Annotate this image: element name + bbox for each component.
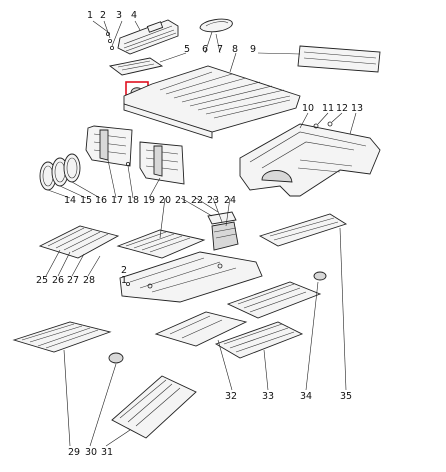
part-rear-mat — [226, 271, 327, 319]
part-bolt-18 — [126, 161, 131, 166]
leader-lines — [45, 20, 357, 447]
callout-11: 11 — [322, 103, 335, 114]
part-tunnel-cover — [117, 19, 179, 55]
part-oval-grommets — [39, 153, 81, 191]
callout-28: 28 — [83, 275, 96, 286]
part-bottom-mat — [111, 375, 197, 439]
part-small-plate — [108, 57, 164, 76]
callout-24: 24 — [224, 195, 237, 206]
callout-33: 33 — [262, 391, 275, 402]
callout-8: 8 — [232, 44, 239, 55]
callout-35: 35 — [340, 391, 353, 402]
callout-17: 17 — [111, 195, 124, 206]
part-lower-rear-mat — [214, 321, 304, 359]
callout-16: 16 — [95, 195, 108, 206]
callout-5: 5 — [184, 44, 191, 55]
part-seat-plate-left — [85, 125, 133, 167]
callout-13: 13 — [351, 103, 364, 114]
part-bolt — [126, 281, 131, 286]
callout-7: 7 — [217, 44, 224, 55]
callout-32: 32 — [225, 391, 238, 402]
callout-27: 27 — [67, 275, 80, 286]
part-front-mat-left — [38, 225, 120, 259]
callout-25: 25 — [36, 275, 49, 286]
callout-19: 19 — [143, 195, 156, 206]
part-bulkhead — [239, 121, 381, 197]
part-lower-plate — [154, 311, 248, 347]
callout-10: 10 — [302, 103, 315, 114]
callout-30: 30 — [85, 447, 98, 458]
part-front-mat-centre — [116, 229, 206, 259]
callout-2: 2 — [100, 10, 107, 21]
callout-20: 20 — [159, 195, 172, 206]
callout-2-lower: 2 — [121, 265, 128, 276]
part-floor-pan — [119, 251, 263, 303]
part-gear-boot — [207, 211, 239, 251]
callout-4: 4 — [131, 10, 138, 21]
callout-1-lower: 1 — [121, 275, 128, 286]
part-rear-strip — [297, 45, 381, 73]
part-round-plug — [108, 352, 124, 364]
callout-23: 23 — [207, 195, 220, 206]
callout-9: 9 — [250, 44, 257, 55]
callout-21: 21 — [175, 195, 188, 206]
part-lower-left-mat — [12, 321, 112, 353]
callout-1: 1 — [87, 10, 94, 21]
callout-26: 26 — [52, 275, 65, 286]
callout-34: 34 — [300, 391, 313, 402]
part-screws — [106, 32, 115, 51]
callout-29: 29 — [68, 447, 81, 458]
part-oval-cover — [199, 18, 233, 33]
callout-12: 12 — [336, 103, 349, 114]
callout-14: 14 — [64, 195, 77, 206]
callout-18: 18 — [127, 195, 140, 206]
part-seat-plate-right — [139, 141, 185, 185]
callout-3: 3 — [116, 10, 123, 21]
callout-22: 22 — [191, 195, 204, 206]
callout-31: 31 — [101, 447, 114, 458]
part-side-panel — [258, 213, 348, 247]
part-main-floor — [123, 65, 301, 139]
callout-6: 6 — [202, 44, 209, 55]
callout-15: 15 — [80, 195, 93, 206]
